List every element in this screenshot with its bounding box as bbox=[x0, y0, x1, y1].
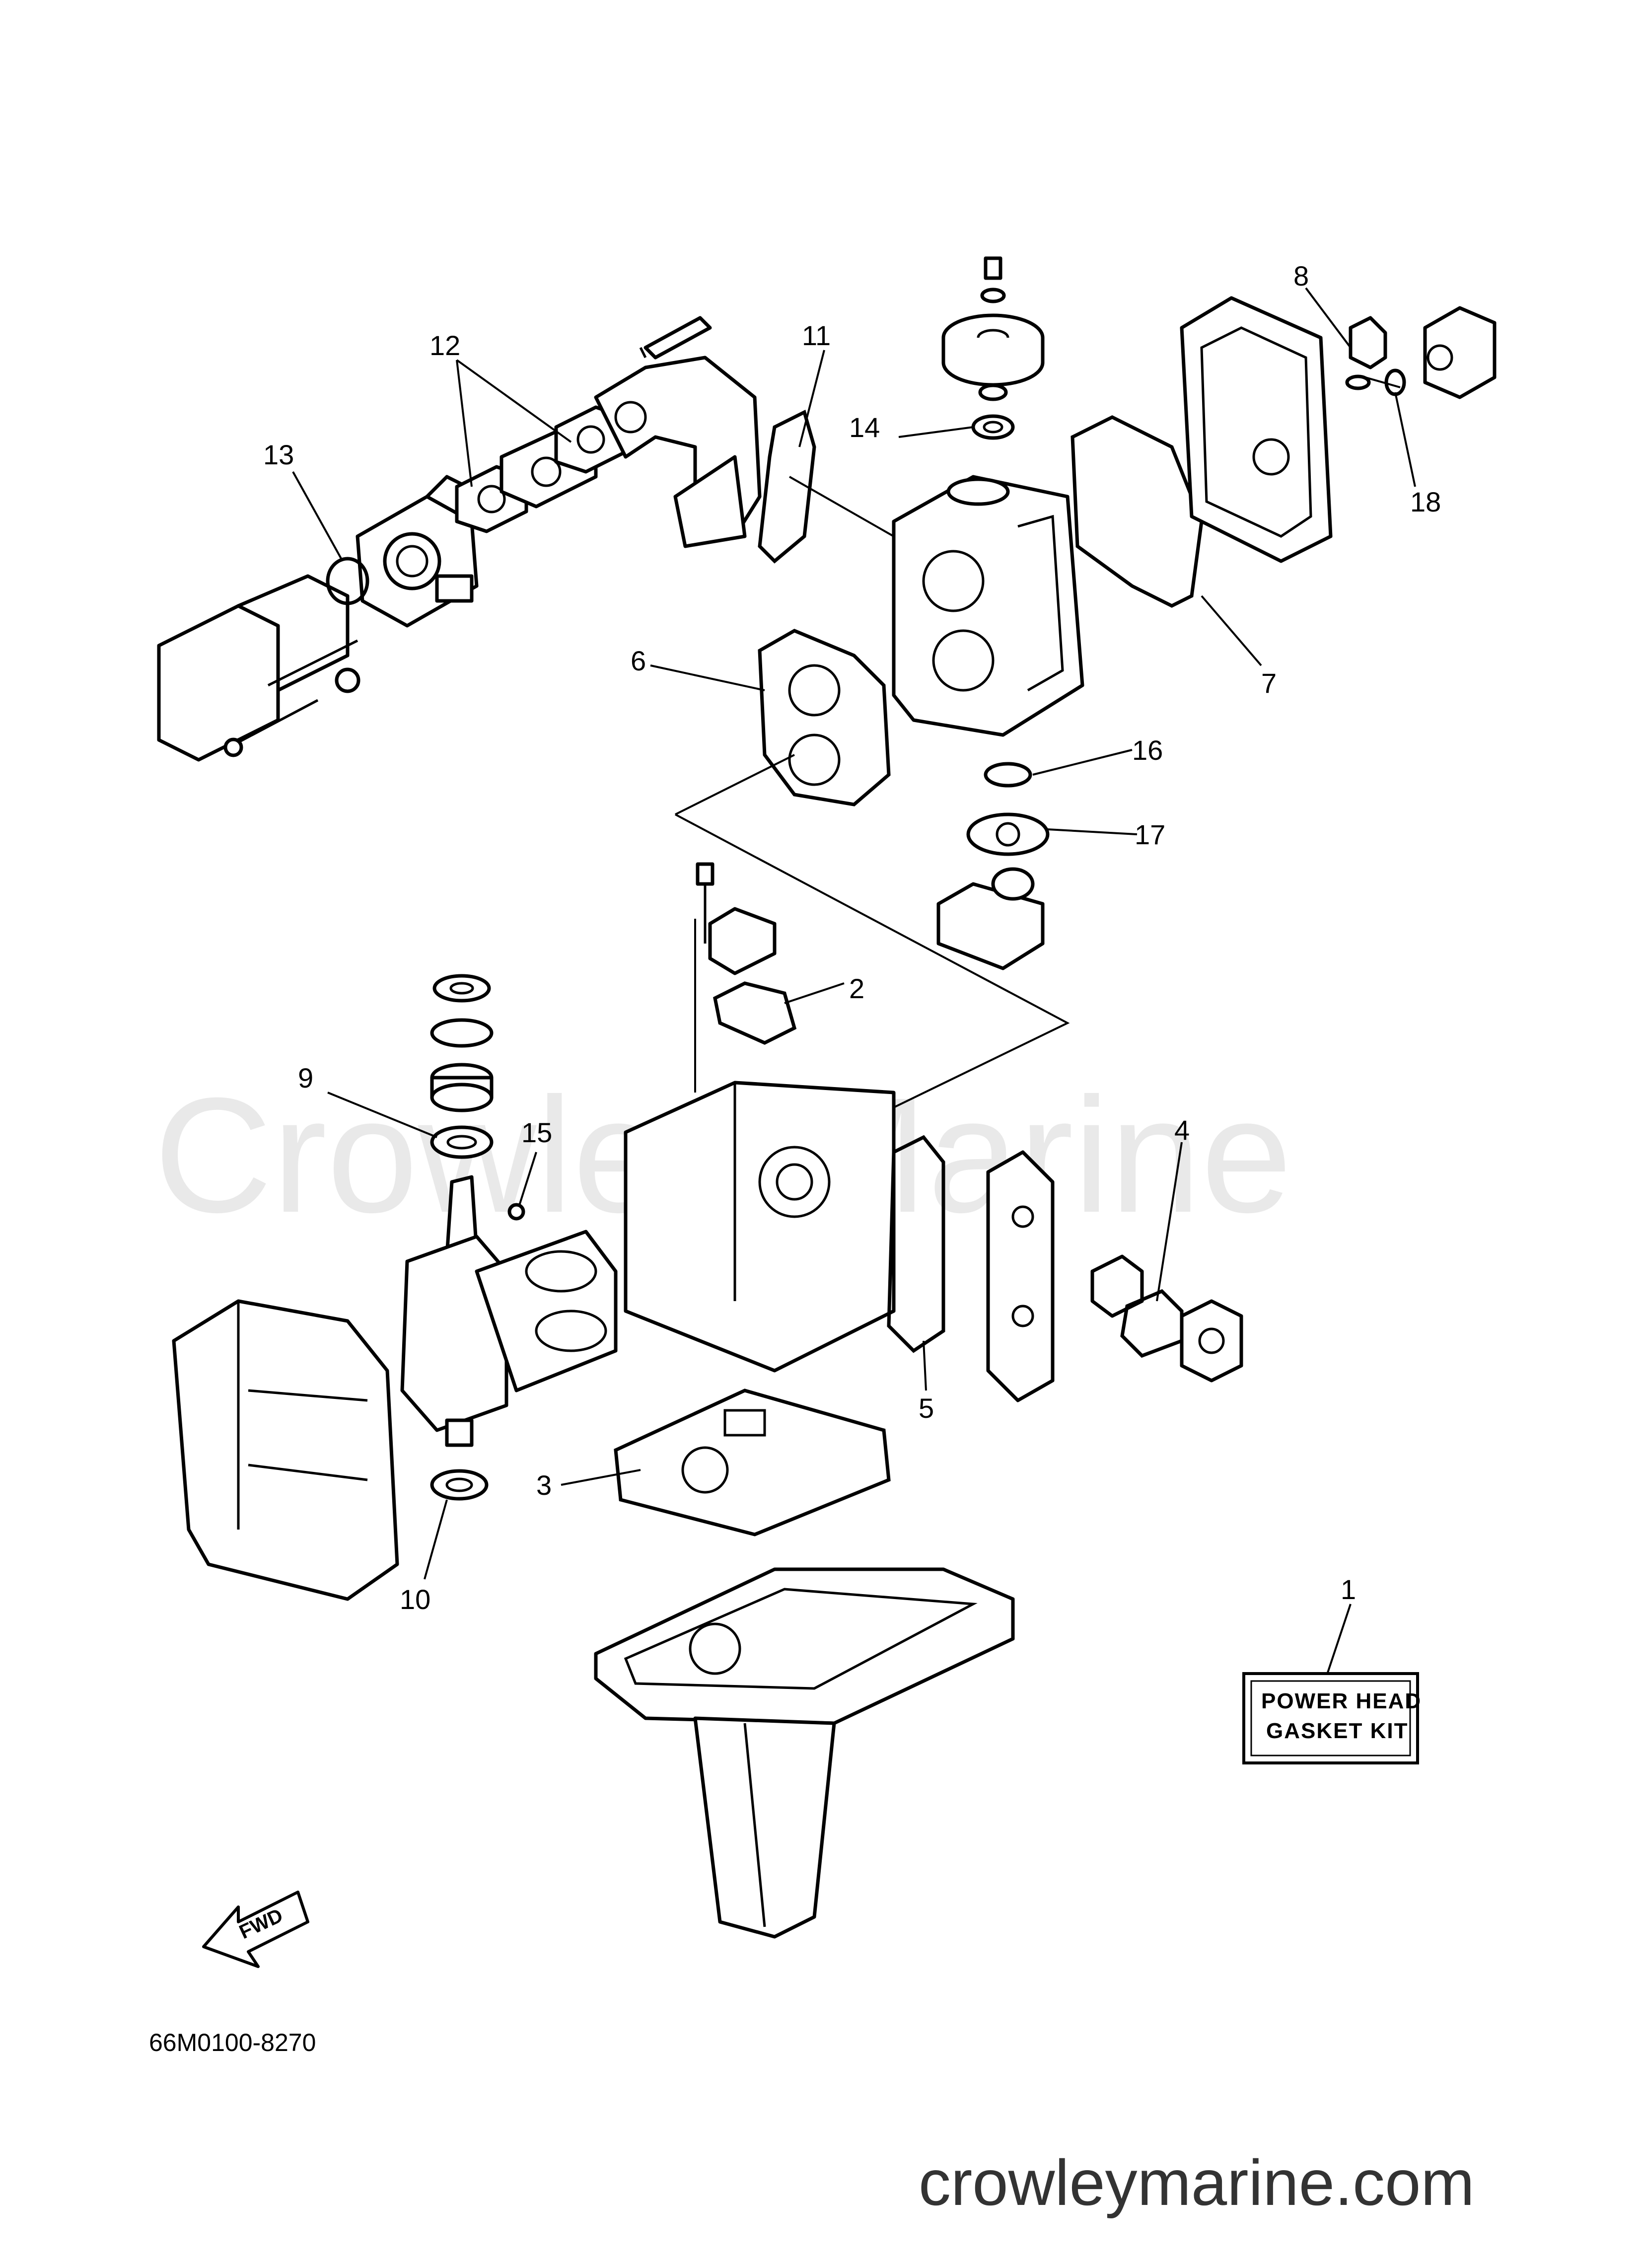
thermostat bbox=[1349, 316, 1387, 369]
sensor bbox=[1090, 1254, 1144, 1318]
head-cover bbox=[1180, 296, 1333, 563]
leader-lines bbox=[292, 287, 1416, 1679]
o-ring-16 bbox=[984, 762, 1032, 788]
kit-label-line2: GASKET KIT bbox=[1266, 1719, 1408, 1743]
website-text: crowleymarine.com bbox=[919, 2146, 1475, 2219]
fwd-arrow-icon: FWD bbox=[202, 1891, 309, 1968]
oil-seal-9 bbox=[430, 1125, 494, 1159]
carb-gaskets-12 bbox=[455, 405, 628, 533]
kit-label-line1: POWER HEAD bbox=[1261, 1689, 1422, 1713]
gasket-kit-label: POWER HEAD GASKET KIT bbox=[1242, 1672, 1422, 1764]
callout-1: 1 bbox=[1341, 1574, 1356, 1605]
gasket-2 bbox=[713, 981, 797, 1045]
intake-silencer bbox=[157, 574, 360, 762]
oil-seal-top bbox=[432, 974, 491, 1003]
callout-10: 10 bbox=[400, 1584, 430, 1615]
diagram-code: 66M0100-8270 bbox=[149, 2029, 316, 2056]
oil-pump bbox=[936, 867, 1045, 970]
head-gasket-6 bbox=[758, 629, 891, 806]
callout-12: 12 bbox=[429, 330, 460, 361]
callout-6: 6 bbox=[631, 645, 646, 676]
upper-casing bbox=[594, 1567, 1015, 1939]
callout-11: 11 bbox=[802, 320, 831, 351]
o-ring-8 bbox=[1345, 374, 1371, 390]
callout-5: 5 bbox=[919, 1392, 934, 1424]
callout-7: 7 bbox=[1261, 667, 1277, 699]
callout-8: 8 bbox=[1293, 260, 1309, 292]
exhaust-cover bbox=[986, 1150, 1055, 1402]
crankcase bbox=[172, 1299, 399, 1601]
gasket-17 bbox=[966, 812, 1050, 856]
oil-seal-10 bbox=[430, 1469, 489, 1501]
assembly-lines bbox=[675, 754, 1070, 1108]
callout-2: 2 bbox=[849, 973, 864, 1004]
crankshaft bbox=[400, 1175, 618, 1447]
o-ring-18 bbox=[1384, 368, 1406, 396]
callout-3: 3 bbox=[536, 1469, 552, 1501]
bearing-stack bbox=[430, 1018, 494, 1112]
cylinder-block bbox=[624, 862, 896, 1373]
pin-15 bbox=[507, 1203, 525, 1221]
callout-14: 14 bbox=[849, 412, 880, 443]
cylinder-head bbox=[892, 475, 1084, 737]
callout-15: 15 bbox=[521, 1117, 552, 1148]
flywheel-pulley bbox=[941, 256, 1045, 401]
callout-9: 9 bbox=[298, 1062, 313, 1094]
gasket-5 bbox=[887, 1135, 945, 1353]
oil-seal-14 bbox=[971, 414, 1015, 440]
sensor-housing bbox=[1180, 1299, 1243, 1383]
callout-17: 17 bbox=[1135, 819, 1165, 850]
thermostat-cover bbox=[1423, 306, 1497, 399]
gasket-7 bbox=[1071, 415, 1204, 608]
gasket-3 bbox=[614, 1389, 891, 1536]
callout-13: 13 bbox=[263, 439, 294, 470]
callout-16: 16 bbox=[1132, 734, 1163, 766]
o-ring-13 bbox=[326, 557, 369, 605]
callout-18: 18 bbox=[1410, 486, 1441, 517]
callout-4: 4 bbox=[1174, 1114, 1190, 1146]
intake-manifold bbox=[594, 316, 762, 548]
